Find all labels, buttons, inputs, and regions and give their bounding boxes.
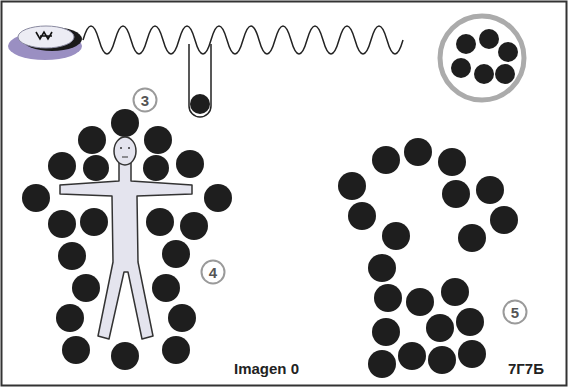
callout-number: 3	[141, 93, 149, 108]
human-figure	[60, 137, 192, 339]
callout-circle: 5	[502, 299, 528, 325]
signature: 7Г7Б	[508, 361, 544, 378]
callout-circle: 4	[200, 259, 226, 285]
callout-ring	[134, 89, 157, 112]
particle-ring	[440, 16, 524, 100]
callout-ring	[202, 261, 225, 284]
spring	[83, 26, 403, 54]
callout-number: 4	[209, 265, 217, 280]
particle-cluster	[22, 109, 232, 370]
disc	[8, 26, 82, 60]
figure-label: Imagen 0	[234, 361, 299, 378]
pendulum	[189, 44, 211, 117]
callout-ring	[504, 301, 527, 324]
callout-circle: 3	[132, 87, 158, 113]
particle-loop	[338, 138, 518, 378]
callout-number: 5	[511, 305, 519, 320]
